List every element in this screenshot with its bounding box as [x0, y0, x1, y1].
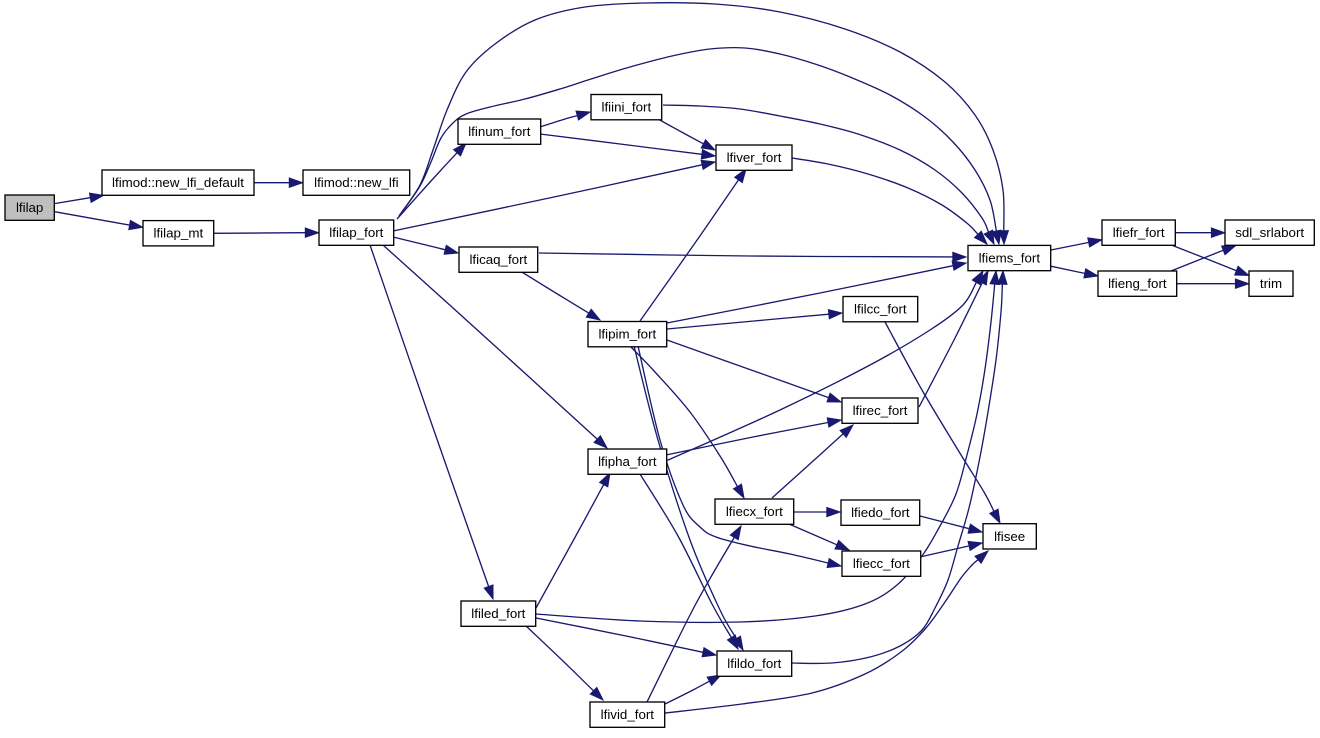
- svg-text:lfilap_fort: lfilap_fort: [329, 225, 383, 240]
- svg-text:lfimod::new_lfi: lfimod::new_lfi: [314, 175, 398, 190]
- svg-text:lfilap: lfilap: [16, 200, 43, 215]
- svg-text:lfilap_mt: lfilap_mt: [154, 226, 204, 241]
- svg-text:lfilcc_fort: lfilcc_fort: [854, 302, 907, 317]
- svg-text:lficaq_fort: lficaq_fort: [469, 252, 527, 267]
- svg-text:lfipha_fort: lfipha_fort: [598, 454, 657, 469]
- svg-text:sdl_srlabort: sdl_srlabort: [1235, 225, 1304, 240]
- svg-text:lfiems_fort: lfiems_fort: [979, 250, 1041, 265]
- svg-text:lfildo_fort: lfildo_fort: [727, 656, 781, 671]
- svg-text:lfiled_fort: lfiled_fort: [471, 606, 525, 621]
- svg-text:lfiefr_fort: lfiefr_fort: [1113, 225, 1165, 240]
- svg-text:lfivid_fort: lfivid_fort: [601, 707, 655, 722]
- svg-text:lfiecc_fort: lfiecc_fort: [853, 556, 910, 571]
- svg-text:lfiini_fort: lfiini_fort: [602, 100, 652, 115]
- svg-text:lfiedo_fort: lfiedo_fort: [851, 505, 910, 520]
- svg-text:trim: trim: [1260, 276, 1282, 291]
- svg-text:lfiecx_fort: lfiecx_fort: [726, 504, 783, 519]
- svg-text:lfisee: lfisee: [994, 529, 1025, 544]
- svg-text:lfipim_fort: lfipim_fort: [598, 327, 656, 342]
- svg-text:lfimod::new_lfi_default: lfimod::new_lfi_default: [112, 175, 244, 190]
- svg-text:lfieng_fort: lfieng_fort: [1108, 276, 1167, 291]
- svg-text:lfinum_fort: lfinum_fort: [468, 124, 531, 139]
- svg-text:lfirec_fort: lfirec_fort: [853, 403, 908, 418]
- svg-text:lfiver_fort: lfiver_fort: [727, 150, 782, 165]
